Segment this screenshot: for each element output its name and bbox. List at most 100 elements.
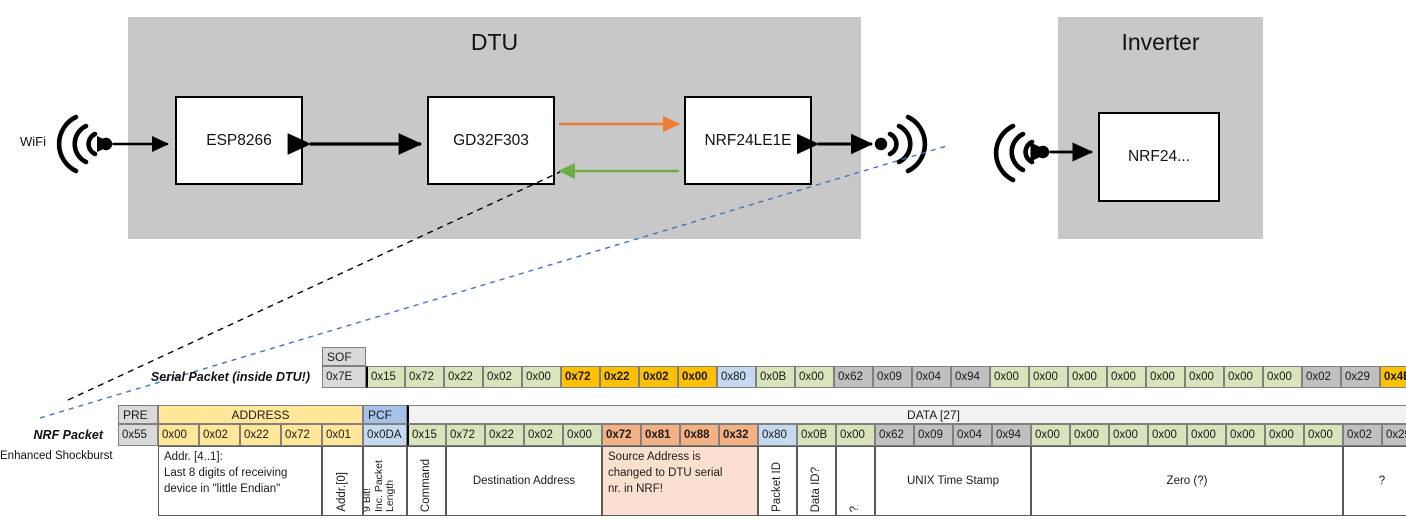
serial-byte-4: 0x02 — [483, 366, 522, 388]
annot-zero: Zero (?) — [1031, 446, 1343, 516]
annot-data-id: Data ID? — [797, 446, 836, 516]
annot-unknown-2-text: ? — [1378, 474, 1386, 487]
serial-byte-14: 0x09 — [873, 366, 912, 388]
nrf-byte-24: 0x00 — [1070, 424, 1109, 446]
chip-nrf24le1e-label: NRF24LE1E — [704, 131, 792, 149]
wifi-antenna-dot — [99, 137, 113, 151]
nrf-byte-22: 0x94 — [992, 424, 1031, 446]
nrf-pre-byte: 0x55 — [118, 424, 158, 446]
annot-addr0: Addr.[0] — [322, 446, 363, 516]
nrf-byte-14: 0x88 — [680, 424, 719, 446]
annot-unix-time-stamp: UNIX Time Stamp — [875, 446, 1031, 516]
serial-byte-3: 0x22 — [444, 366, 483, 388]
serial-byte-17: 0x00 — [990, 366, 1029, 388]
serial-byte-1: 0x15 — [366, 366, 405, 388]
nrf-packet-sublabel: Enhanced Shockburst — [0, 450, 113, 462]
nrf-byte-7: 0x15 — [407, 424, 446, 446]
nrf-byte-25: 0x00 — [1109, 424, 1148, 446]
serial-byte-21: 0x00 — [1146, 366, 1185, 388]
annot-unknown-1: ? — [836, 446, 875, 516]
serial-byte-22: 0x00 — [1185, 366, 1224, 388]
nrf-group-address: ADDRESS — [158, 405, 363, 424]
wifi-antenna-icon — [56, 114, 98, 174]
serial-byte-11: 0x0B — [756, 366, 795, 388]
annot-9bit-text: 9 Bit! — [363, 488, 374, 512]
annot-addr0-text: Addr.[0] — [336, 472, 349, 512]
annot-9bit-packet-length: 9 Bit!Inc. Packet Length — [363, 446, 407, 516]
serial-byte-10: 0x80 — [717, 366, 756, 388]
serial-byte-5: 0x00 — [522, 366, 561, 388]
inverter-rf-antenna-icon — [993, 123, 1035, 183]
nrf-byte-8: 0x72 — [446, 424, 485, 446]
inverter-title: Inverter — [1121, 29, 1200, 55]
annot-unknown-2: ? — [1343, 446, 1406, 516]
nrf-byte-18: 0x00 — [836, 424, 875, 446]
nrf-byte-23: 0x00 — [1031, 424, 1070, 446]
serial-group-sof: SOF — [322, 347, 366, 366]
nrf-byte-10: 0x02 — [524, 424, 563, 446]
nrf-byte-27: 0x00 — [1187, 424, 1226, 446]
nrf-address-byte-4: 0x01 — [322, 424, 363, 446]
nrf-byte-29: 0x00 — [1265, 424, 1304, 446]
nrf-byte-32: 0x29 — [1382, 424, 1406, 446]
nrf-group-data: DATA [27] — [407, 405, 1406, 424]
serial-byte-9: 0x00 — [678, 366, 717, 388]
nrf-byte-20: 0x09 — [914, 424, 953, 446]
nrf-address-byte-2: 0x22 — [240, 424, 281, 446]
annot-packet-id: Packet ID — [758, 446, 797, 516]
chip-esp8266-label: ESP8266 — [206, 131, 272, 149]
nrf-packet-label: NRF Packet — [33, 428, 103, 442]
serial-byte-18: 0x00 — [1029, 366, 1068, 388]
nrf-byte-13: 0x81 — [641, 424, 680, 446]
chip-esp8266[interactable]: ESP8266 — [175, 96, 303, 185]
serial-byte-25: 0x02 — [1302, 366, 1341, 388]
dtu-rf-antenna-dot — [874, 137, 888, 151]
nrf-byte-9: 0x22 — [485, 424, 524, 446]
annot-unknown-1-text: ? — [849, 505, 862, 512]
annot-destination-address: Destination Address — [446, 446, 602, 516]
nrf-byte-30: 0x00 — [1304, 424, 1343, 446]
serial-byte-16: 0x94 — [951, 366, 990, 388]
chip-gd32f303[interactable]: GD32F303 — [427, 96, 555, 185]
serial-byte-23: 0x00 — [1224, 366, 1263, 388]
serial-byte-7: 0x22 — [600, 366, 639, 388]
nrf-byte-31: 0x02 — [1343, 424, 1382, 446]
nrf-byte-21: 0x04 — [953, 424, 992, 446]
serial-byte-20: 0x00 — [1107, 366, 1146, 388]
serial-byte-26: 0x29 — [1341, 366, 1380, 388]
serial-byte-24: 0x00 — [1263, 366, 1302, 388]
annot-unix-time-stamp-text: UNIX Time Stamp — [906, 474, 1000, 487]
nrf-address-byte-0: 0x00 — [158, 424, 199, 446]
serial-byte-8: 0x02 — [639, 366, 678, 388]
chip-nrf24le1e[interactable]: NRF24LE1E — [684, 96, 812, 185]
annot-packet-id-text: Packet ID — [771, 462, 784, 512]
nrf-address-byte-3: 0x72 — [281, 424, 322, 446]
nrf-byte-17: 0x0B — [797, 424, 836, 446]
chip-gd32f303-label: GD32F303 — [453, 131, 529, 149]
annot-data-id-text: Data ID? — [810, 466, 823, 512]
inverter-enclosure: Inverter — [1058, 17, 1263, 239]
nrf-byte-26: 0x00 — [1148, 424, 1187, 446]
serial-byte-6: 0x72 — [561, 366, 600, 388]
nrf-byte-15: 0x32 — [719, 424, 758, 446]
serial-byte-19: 0x00 — [1068, 366, 1107, 388]
nrf-group-pre: PRE — [118, 405, 158, 424]
nrf-group-pcf: PCF — [363, 405, 407, 424]
dtu-rf-antenna-icon — [887, 114, 928, 174]
annot-destination-address-text: Destination Address — [472, 474, 576, 487]
inverter-rf-antenna-dot — [1036, 145, 1050, 159]
serial-byte-27: 0x4E — [1380, 366, 1406, 388]
annot-inc-packet-length-text: Inc. Packet Length — [373, 460, 397, 512]
chip-nrf24-inverter[interactable]: NRF24... — [1098, 112, 1220, 202]
nrf-address-byte-1: 0x02 — [199, 424, 240, 446]
nrf-byte-11: 0x00 — [563, 424, 602, 446]
nrf-pcf-byte: 0x0DA — [363, 424, 407, 446]
nrf-byte-16: 0x80 — [758, 424, 797, 446]
serial-byte-2: 0x72 — [405, 366, 444, 388]
serial-packet-label: Serial Packet (inside DTU!) — [150, 370, 310, 384]
